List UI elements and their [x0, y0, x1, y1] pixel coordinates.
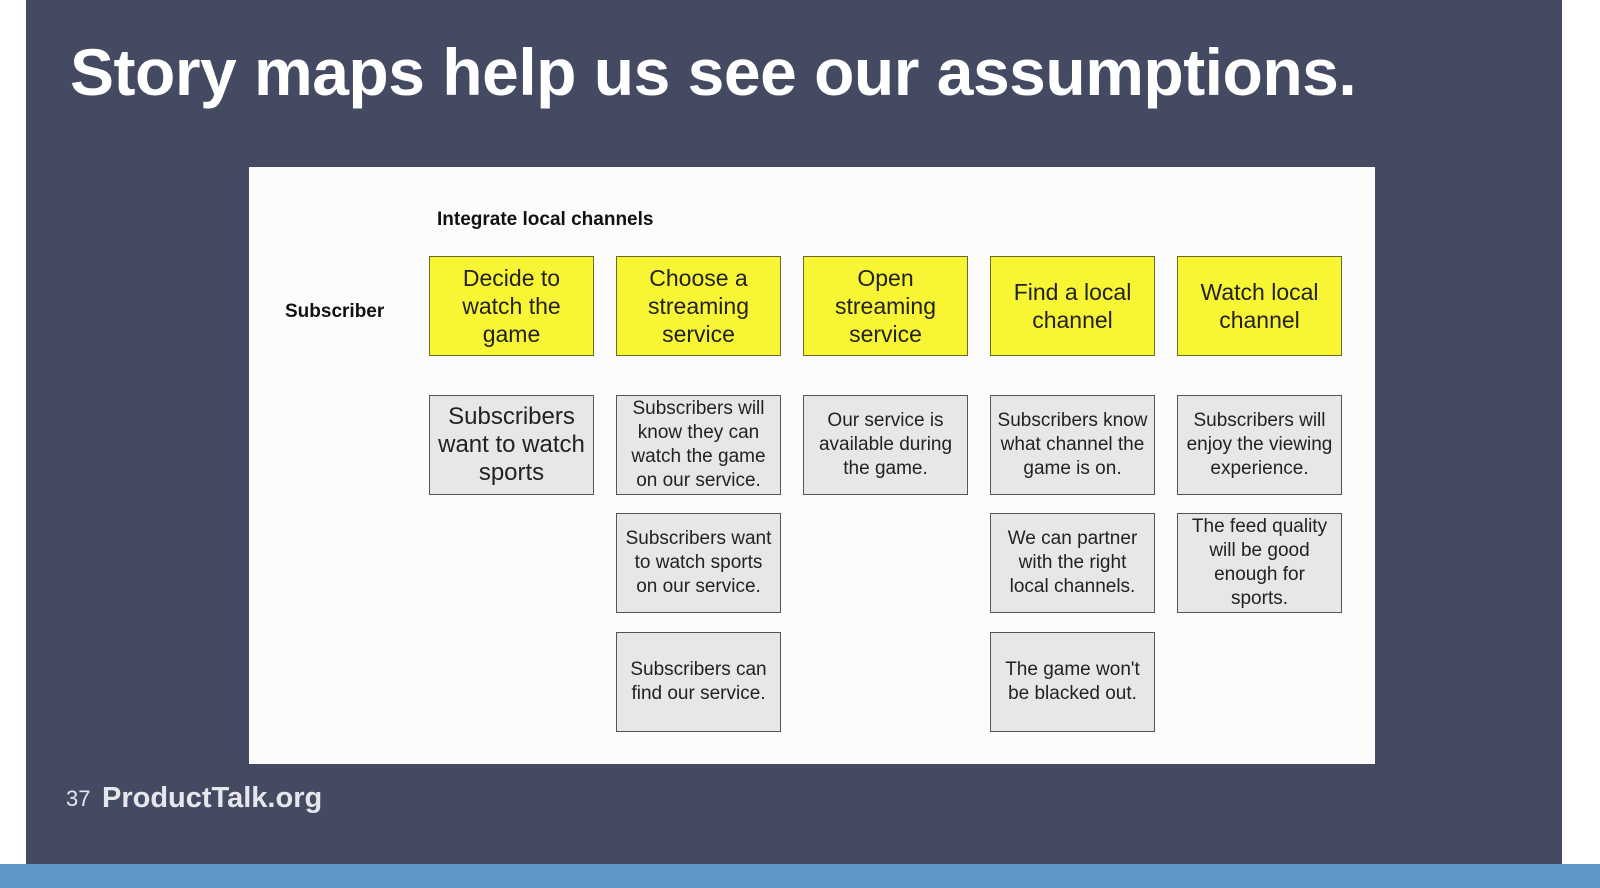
- activity-card-find: Find a local channel: [990, 256, 1155, 356]
- assumption-card: Subscribers will enjoy the viewing exper…: [1177, 395, 1342, 495]
- assumption-card: Subscribers know what channel the game i…: [990, 395, 1155, 495]
- assumption-text: Subscribers want to watch sports on our …: [625, 528, 772, 597]
- assumption-text: The game won't be blacked out.: [1005, 659, 1140, 704]
- assumption-card: Our service is available during the game…: [803, 395, 968, 495]
- assumption-card: The feed quality will be good enough for…: [1177, 513, 1342, 613]
- assumption-text: We can partner with the right local chan…: [1007, 528, 1138, 597]
- page-number: 37: [66, 786, 91, 811]
- assumption-card: Subscribers want to watch sports: [429, 395, 594, 495]
- brand-footer: ProductTalk.org: [102, 782, 323, 814]
- activity-label: Watch local channel: [1200, 279, 1319, 333]
- assumption-text: Subscribers can find our service.: [630, 659, 767, 704]
- assumption-card: Subscribers want to watch sports on our …: [616, 513, 781, 613]
- assumption-text: Subscribers will enjoy the viewing exper…: [1186, 410, 1333, 479]
- assumption-card: Subscribers can find our service.: [616, 632, 781, 732]
- assumption-card: The game won't be blacked out.: [990, 632, 1155, 732]
- activity-label: Decide to watch the game: [462, 265, 561, 347]
- activity-label: Choose a streaming service: [648, 265, 749, 347]
- persona-label: Subscriber: [285, 301, 385, 322]
- activity-label: Find a local channel: [1013, 279, 1132, 333]
- slide: Story maps help us see our assumptions. …: [26, 0, 1562, 864]
- bottom-bar: [0, 864, 1600, 888]
- activity-card-open: Open streaming service: [803, 256, 968, 356]
- slide-title: Story maps help us see our assumptions.: [70, 35, 1357, 109]
- assumption-text: Our service is available during the game…: [818, 410, 953, 479]
- assumption-text: The feed quality will be good enough for…: [1191, 516, 1328, 609]
- assumption-card: Subscribers will know they can watch the…: [616, 395, 781, 495]
- activity-card-decide: Decide to watch the game: [429, 256, 594, 356]
- assumption-text: Subscribers will know they can watch the…: [631, 398, 766, 491]
- assumption-text: Subscribers want to watch sports: [438, 403, 585, 486]
- assumption-text: Subscribers know what channel the game i…: [997, 410, 1148, 479]
- story-map-title: Integrate local channels: [437, 209, 654, 230]
- assumption-card: We can partner with the right local chan…: [990, 513, 1155, 613]
- activity-card-watch: Watch local channel: [1177, 256, 1342, 356]
- activity-label: Open streaming service: [835, 265, 936, 347]
- story-map-figure: Integrate local channels Subscriber Deci…: [249, 167, 1375, 764]
- activity-card-choose: Choose a streaming service: [616, 256, 781, 356]
